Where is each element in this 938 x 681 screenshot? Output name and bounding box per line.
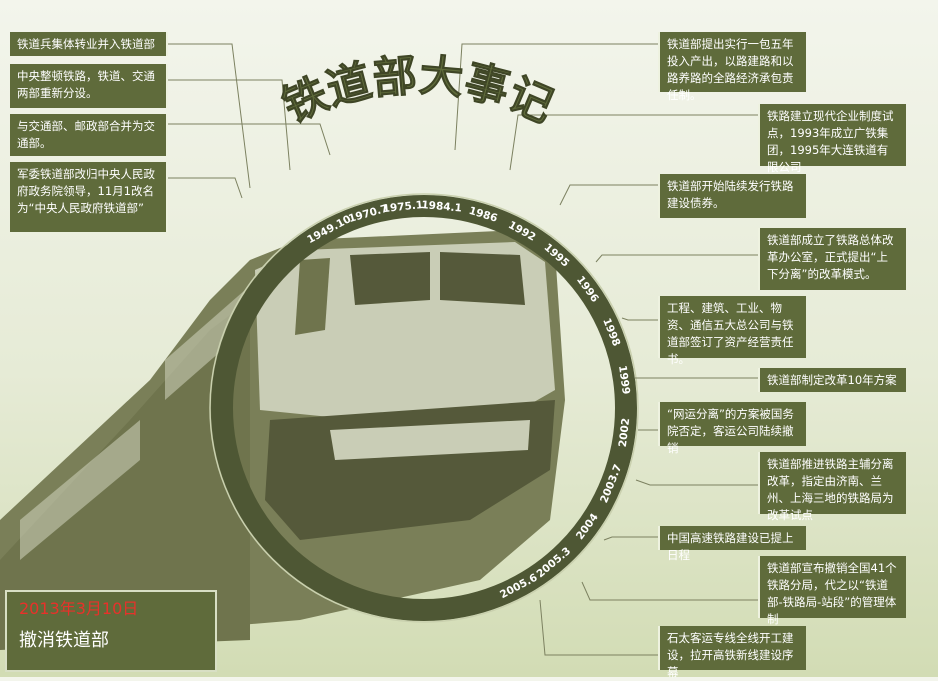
final-event-date: 2013年3月10日	[19, 599, 139, 618]
event-box: 铁道部推进铁路主辅分离改革，指定由济南、兰州、上海三地的铁路局为改革试点	[758, 452, 906, 522]
event-box: 铁道兵集体转业并入铁道部	[10, 32, 168, 56]
event-box: 与交通部、邮政部合并为交通部。	[10, 114, 168, 156]
year-label: 1975.1	[382, 199, 424, 215]
final-event-box: 2013年3月10日 撤消铁道部	[5, 590, 217, 672]
event-box: 工程、建筑、工业、物资、通信五大总公司与铁道部签订了资产经营责任书。	[658, 296, 806, 366]
event-box: 军委铁道部改归中央人民政府政务院领导，11月1改名为“中央人民政府铁道部”	[10, 162, 168, 232]
page-title-text: 铁道部大事记	[275, 50, 561, 133]
event-box: 铁道部成立了铁路总体改革办公室，正式提出“上下分离”的改革模式。	[758, 228, 906, 290]
event-box: 中国高速铁路建设已提上日程	[658, 526, 806, 562]
svg-text:铁道部大事记: 铁道部大事记	[275, 50, 561, 132]
page-title: 铁道部大事记	[275, 50, 561, 133]
final-event-text: 撤消铁道部	[19, 630, 109, 651]
connector-lines	[168, 43, 758, 656]
year-label: 1999	[616, 365, 632, 396]
event-box: 铁道部宣布撤销全国41个铁路分局，代之以“铁道部-铁路局-站段”的管理体制	[758, 556, 906, 626]
event-box: 中央整顿铁路，铁道、交通两部重新分设。	[10, 64, 168, 108]
event-box: 石太客运专线全线开工建设，拉开高铁新线建设序幕	[658, 626, 806, 679]
event-box: “网运分离”的方案被国务院否定，客运公司陆续撤销	[658, 402, 806, 455]
event-box: 铁道部制定改革10年方案	[758, 368, 906, 392]
train-illustration	[0, 230, 565, 650]
event-box: 铁道部提出实行一包五年投入产出，以路建路和以路养路的全路经济承包责任制。	[658, 32, 806, 102]
year-label: 2002	[617, 417, 632, 447]
event-box: 铁路建立现代企业制度试点，1993年成立广铁集团，1995年大连铁道有限公司	[758, 104, 906, 174]
timeline-ring	[211, 195, 637, 621]
year-label: 1984.1	[421, 199, 462, 214]
event-box: 铁道部开始陆续发行铁路建设债券。	[658, 174, 806, 218]
